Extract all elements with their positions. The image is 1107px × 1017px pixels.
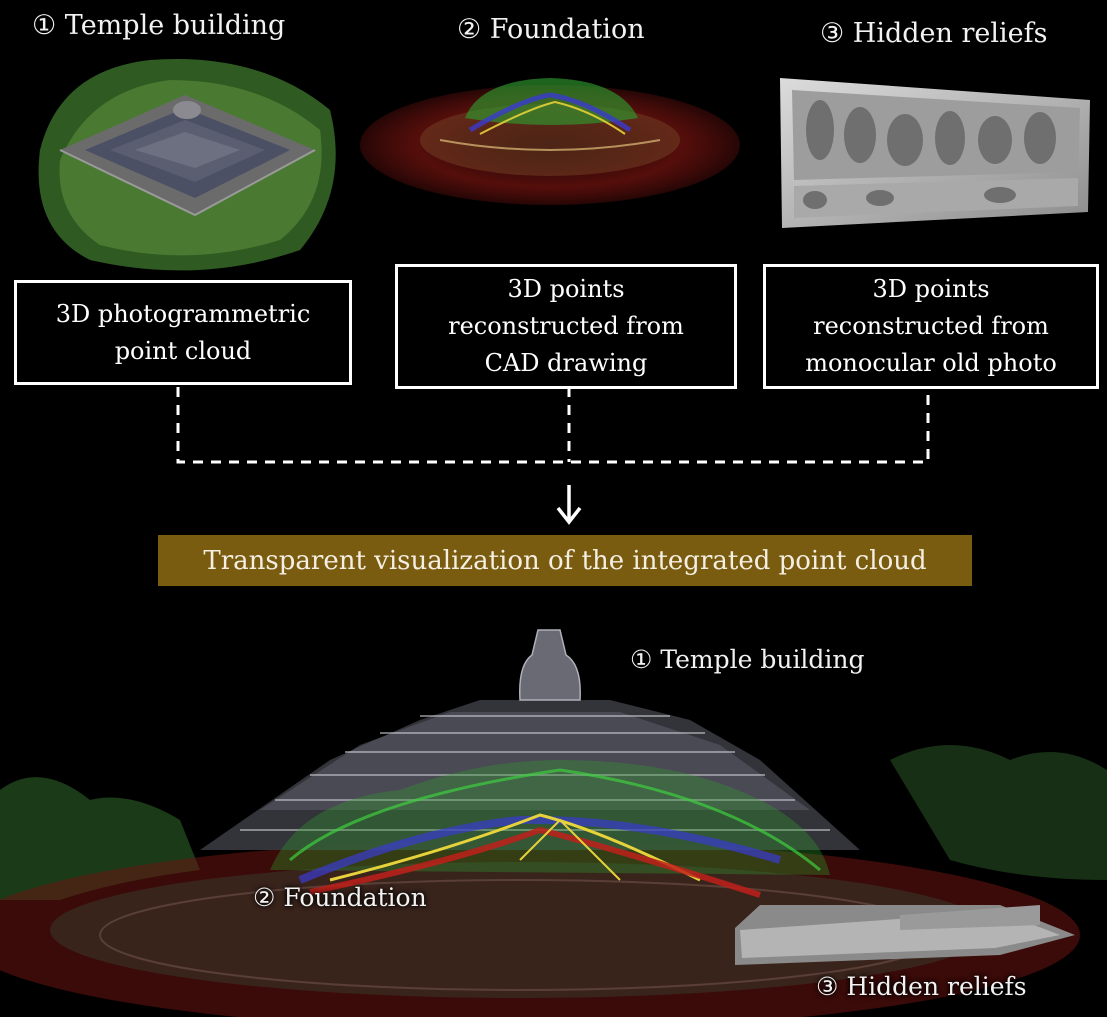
temple-heading: ① Temple building bbox=[32, 10, 286, 41]
dashed-connectors bbox=[176, 387, 930, 464]
photogrammetry-box: 3D photogrammetric point cloud bbox=[14, 280, 352, 385]
cad-box: 3D points reconstructed from CAD drawing bbox=[395, 264, 737, 389]
hidden-reliefs-image bbox=[780, 78, 1090, 228]
label-foundation: ② Foundation bbox=[253, 883, 427, 912]
label-hidden-reliefs: ③ Hidden reliefs bbox=[816, 972, 1027, 1001]
integrated-point-cloud-image bbox=[0, 629, 1107, 1017]
photogrammetry-box-text: 3D photogrammetric point cloud bbox=[55, 299, 311, 365]
integration-banner: Transparent visualization of the integra… bbox=[158, 535, 972, 586]
reliefs-heading: ③ Hidden reliefs bbox=[820, 18, 1048, 49]
down-arrow-head bbox=[556, 506, 582, 525]
cad-box-text: 3D points reconstructed from CAD drawing bbox=[448, 275, 684, 377]
label-temple-building: ① Temple building bbox=[630, 645, 865, 674]
foundation-heading: ② Foundation bbox=[457, 14, 645, 45]
old-photo-box-text: 3D points reconstructed from monocular o… bbox=[805, 275, 1057, 377]
temple-photogrammetry-image bbox=[22, 40, 345, 276]
foundation-layers-image bbox=[360, 78, 740, 205]
old-photo-box: 3D points reconstructed from monocular o… bbox=[763, 264, 1099, 389]
